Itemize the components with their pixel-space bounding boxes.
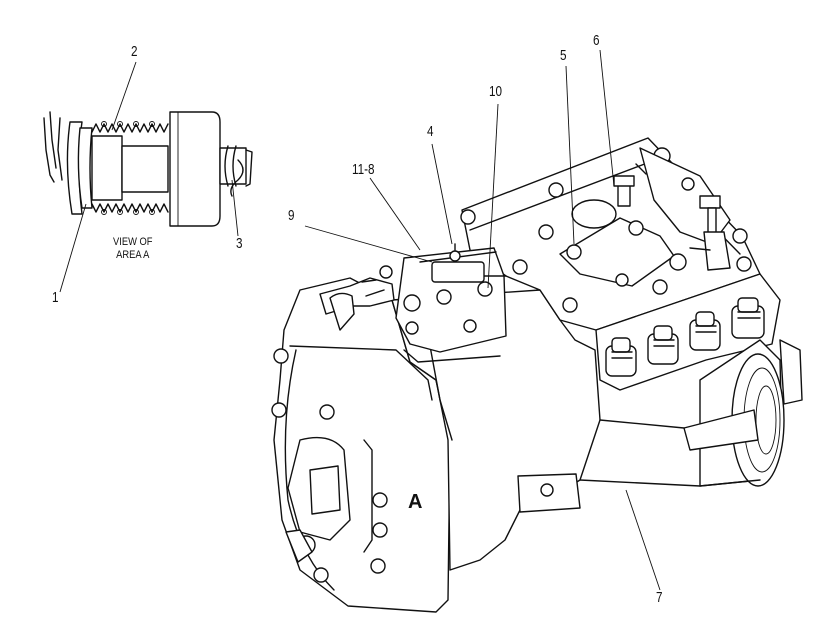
area-a-marker: A bbox=[408, 491, 423, 513]
callout-7: 7 bbox=[656, 589, 663, 606]
callout-6: 6 bbox=[593, 32, 600, 49]
leader-lines bbox=[304, 49, 661, 591]
callout-2: 2 bbox=[131, 43, 138, 60]
callout-1: 1 bbox=[52, 289, 59, 306]
callout-11-8: 11-8 bbox=[352, 161, 375, 178]
callout-5: 5 bbox=[560, 47, 567, 64]
inset-view-label-line1: VIEW OF bbox=[113, 236, 153, 248]
callout-4: 4 bbox=[427, 123, 434, 140]
callout-10: 10 bbox=[489, 83, 503, 100]
inset-view-label-line2: AREA A bbox=[116, 249, 150, 261]
callout-9: 9 bbox=[288, 207, 295, 224]
inset-view-label: VIEW OF AREA A bbox=[113, 236, 152, 262]
fuel-pump-assembly bbox=[271, 137, 803, 613]
inset-detail-view bbox=[43, 111, 253, 227]
callout-3: 3 bbox=[236, 235, 243, 252]
inset-leader-lines bbox=[59, 61, 239, 293]
